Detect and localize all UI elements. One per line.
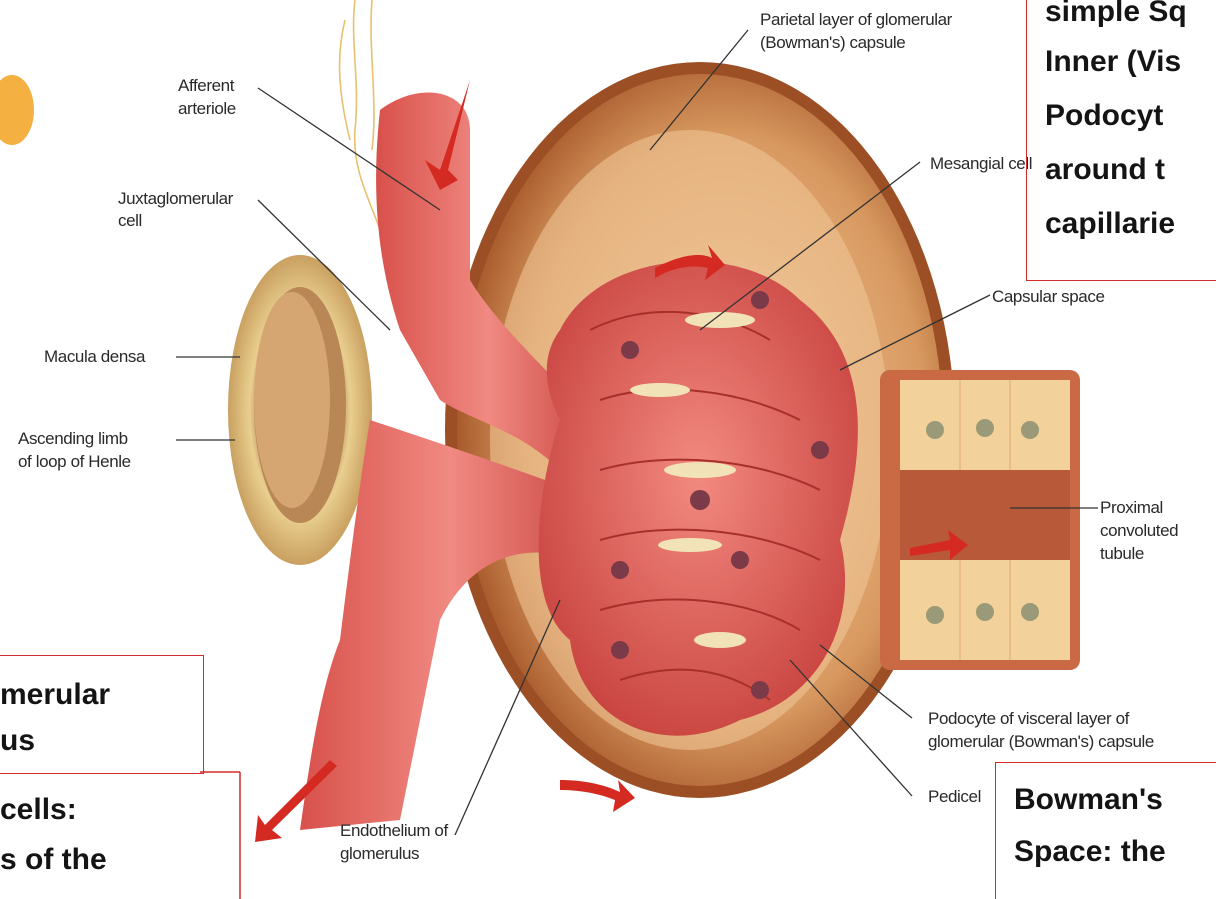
label-ascending-2: of loop of Henle [18, 451, 131, 473]
callout-bottom-right-line-1: Bowman's [1014, 780, 1163, 820]
label-parietal-layer: Parietal layer of glomerular [760, 9, 952, 31]
callout-bottom-left-line-4: s of the [0, 840, 107, 880]
label-endothelium-2: glomerulus [340, 843, 419, 865]
label-endothelium: Endothelium of [340, 820, 448, 842]
callout-bottom-left-line-2: us [0, 721, 35, 761]
label-proximal-2: convoluted [1100, 520, 1178, 542]
proximal-tubule [880, 370, 1080, 670]
callout-top-right-line-2: Inner (Vis [1045, 42, 1181, 82]
top-left-blob [0, 75, 34, 145]
callout-top-right-line-5: capillarie [1045, 204, 1175, 244]
label-podocyte-2: glomerular (Bowman's) capsule [928, 731, 1154, 753]
callout-top-right-line-1: simple Sq [1045, 0, 1187, 32]
callout-top-right-line-4: around t [1045, 150, 1165, 190]
label-juxtaglomerular-2: cell [118, 210, 142, 232]
callout-bottom-right-line-2: Space: the [1014, 832, 1166, 872]
label-ascending: Ascending limb [18, 428, 128, 450]
label-afferent-2: arteriole [178, 98, 236, 120]
label-pedicel: Pedicel [928, 786, 981, 808]
label-macula-densa: Macula densa [44, 346, 145, 368]
label-afferent: Afferent [178, 75, 234, 97]
callout-connectors [200, 772, 240, 899]
label-proximal: Proximal [1100, 497, 1163, 519]
label-juxtaglomerular: Juxtaglomerular [118, 188, 233, 210]
label-mesangial: Mesangial cell [930, 153, 1032, 175]
label-podocyte: Podocyte of visceral layer of [928, 708, 1129, 730]
callout-top-right-line-3: Podocyt [1045, 96, 1163, 136]
nerve-fibers [340, 0, 380, 230]
callout-bottom-left-line-1: merular [0, 675, 110, 715]
label-capsular-space: Capsular space [992, 286, 1105, 308]
glomerulus [539, 261, 858, 735]
label-proximal-3: tubule [1100, 543, 1144, 565]
loop-of-henle [228, 255, 372, 565]
callout-bottom-left-line-3: cells: [0, 790, 77, 830]
label-parietal-layer-2: (Bowman's) capsule [760, 32, 905, 54]
